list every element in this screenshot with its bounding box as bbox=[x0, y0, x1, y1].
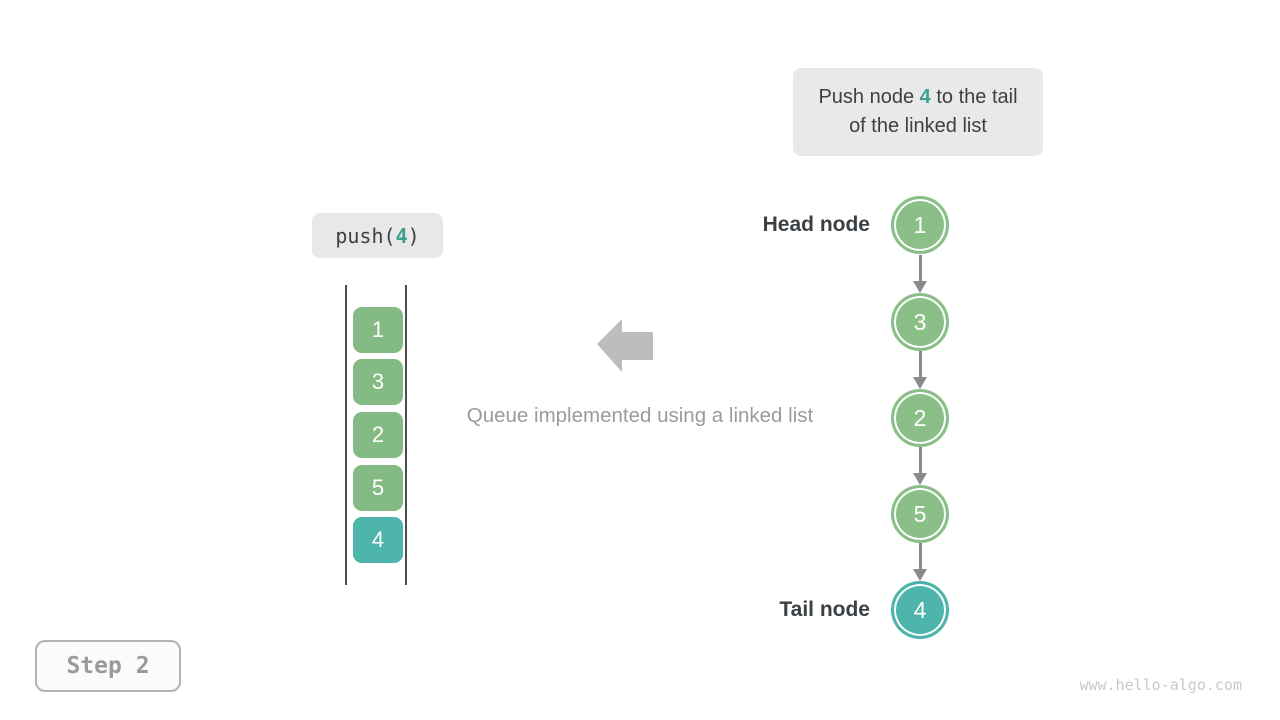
linked-list-node: 3 bbox=[891, 293, 949, 351]
callout-bubble: Push node 4 to the tail of the linked li… bbox=[793, 68, 1043, 156]
operation-code-box: push(4) bbox=[312, 213, 443, 258]
arrow-down-icon bbox=[913, 255, 927, 293]
diagram-caption: Queue implemented using a linked list bbox=[466, 404, 814, 427]
head-node-label: Head node bbox=[762, 213, 870, 236]
queue-item: 1 bbox=[353, 307, 403, 353]
queue-item: 4 bbox=[353, 517, 403, 563]
arrow-down-icon bbox=[913, 447, 927, 485]
tail-node-label: Tail node bbox=[779, 598, 870, 621]
arrow-down-icon bbox=[913, 543, 927, 581]
queue-item: 3 bbox=[353, 359, 403, 405]
left-block-arrow-icon bbox=[597, 318, 654, 378]
linked-list-node: 1 bbox=[891, 196, 949, 254]
watermark: www.hello-algo.com bbox=[1079, 676, 1242, 694]
arrow-down-icon bbox=[913, 351, 927, 389]
callout-text-suffix: to the tail of the linked list bbox=[849, 86, 1018, 137]
step-badge: Step 2 bbox=[35, 640, 181, 692]
callout-highlight-value: 4 bbox=[919, 86, 931, 108]
operation-arg: 4 bbox=[395, 223, 408, 248]
operation-prefix: push( bbox=[335, 223, 396, 248]
callout-text-prefix: Push node bbox=[818, 86, 920, 108]
linked-list-node: 2 bbox=[891, 389, 949, 447]
queue-item: 5 bbox=[353, 465, 403, 511]
linked-list-node: 5 bbox=[891, 485, 949, 543]
linked-list-node: 4 bbox=[891, 581, 949, 639]
queue-item: 2 bbox=[353, 412, 403, 458]
operation-suffix: ) bbox=[407, 223, 420, 248]
queue-container: 1 3 2 5 4 bbox=[345, 285, 407, 585]
callout-text: Push node 4 to the tail of the linked li… bbox=[812, 83, 1024, 141]
